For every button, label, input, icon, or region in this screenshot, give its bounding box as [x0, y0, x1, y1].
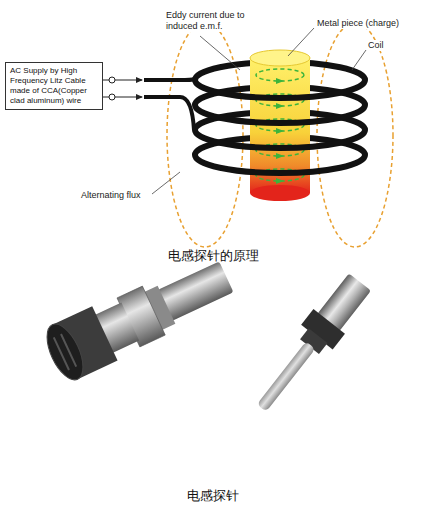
- supply-box: AC Supply by High Frequency Litz Cable m…: [5, 62, 103, 110]
- part-label: Eddy current due to induced e.m.f.: [165, 10, 267, 32]
- probe-photo: [40, 250, 239, 386]
- leader-line: [152, 28, 366, 194]
- box-text: AC Supply by High Frequency Litz Cable m…: [10, 66, 98, 106]
- supply-wire: [103, 77, 197, 130]
- figure-caption: 电感探针的原理: [168, 247, 259, 265]
- flux-line: [167, 23, 243, 247]
- flux-line: [317, 23, 393, 247]
- part-label: Alternating flux: [80, 190, 142, 201]
- eddy-arrow: [276, 78, 284, 184]
- part-label: Metal piece (charge): [316, 18, 418, 29]
- part-label: Coil: [367, 40, 385, 51]
- probe-photo: [246, 270, 376, 421]
- coil-front: [195, 80, 365, 173]
- figure-caption: 电感探针: [187, 487, 239, 505]
